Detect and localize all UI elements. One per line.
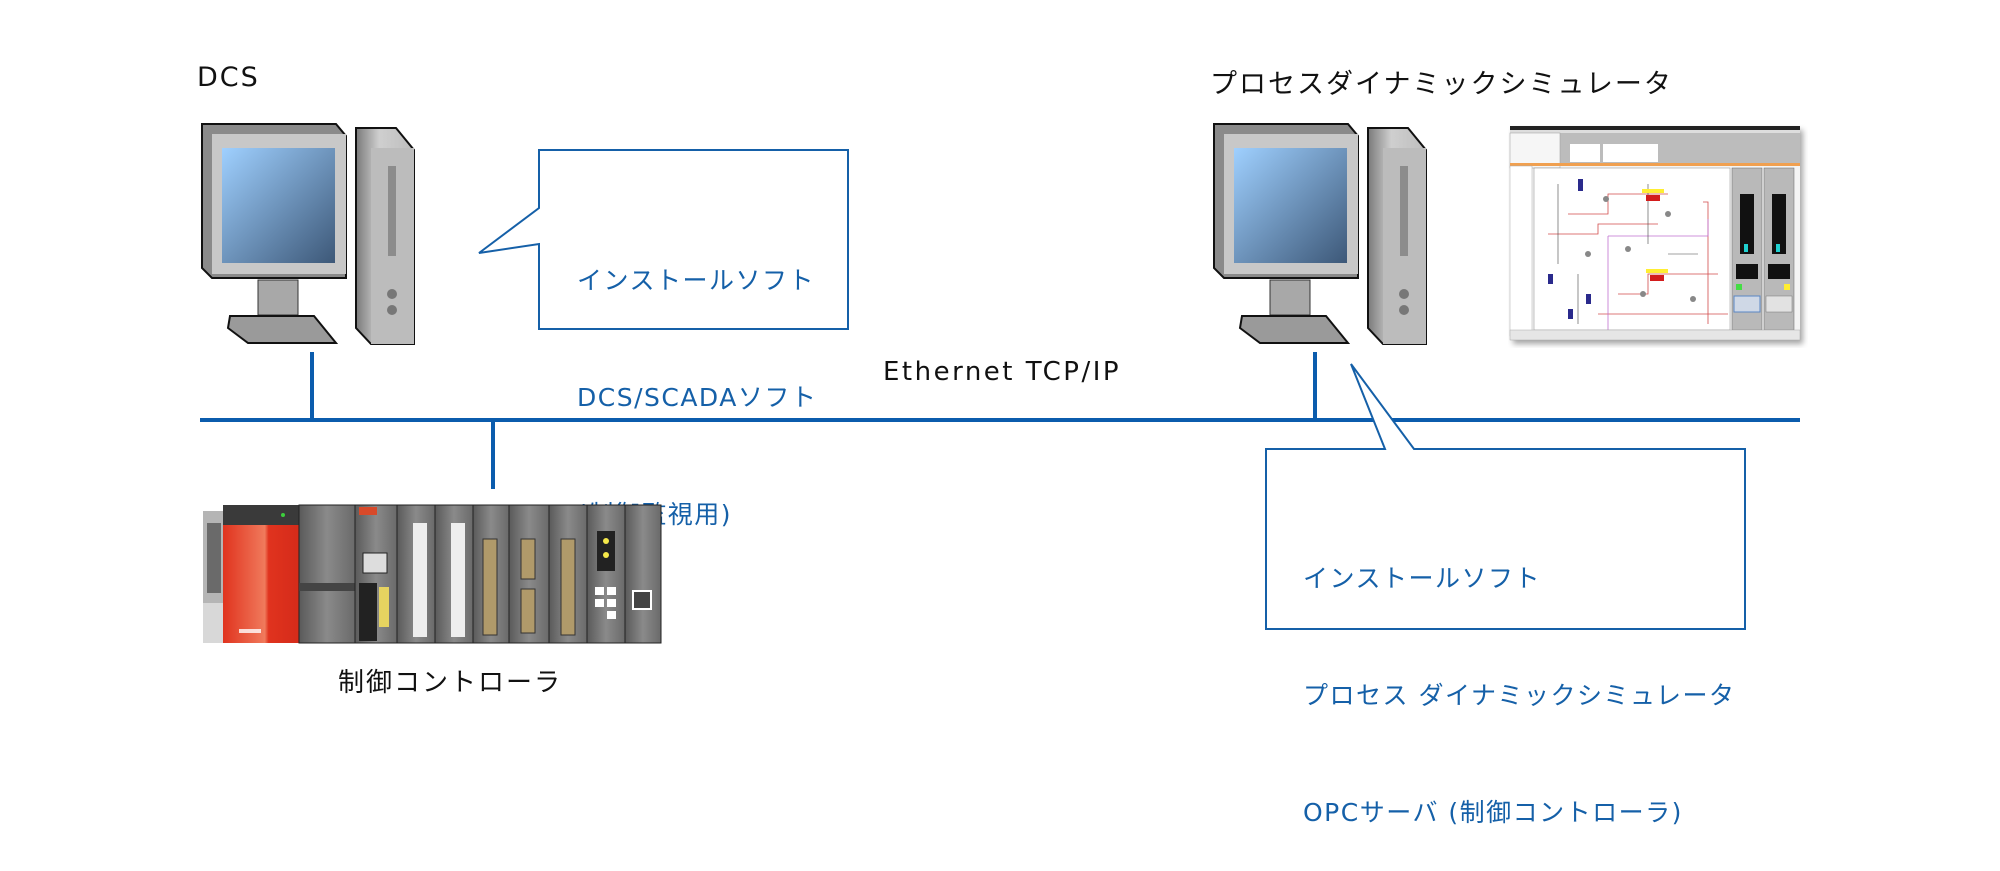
network-label: Ethernet TCP/IP: [883, 357, 1122, 387]
simulator-callout-line: プロセス ダイナミックシミュレータ: [1303, 681, 1736, 710]
simulator-callout-line: インストールソフト: [1303, 564, 1542, 593]
dcs-label: DCS: [197, 62, 260, 93]
network-diagram: [200, 149, 1800, 630]
dcs-desktop-computer-icon: [201, 123, 415, 345]
simulator-label: プロセスダイナミックシミュレータ: [1210, 69, 1673, 100]
simulator-callout-line: OPCサーバ (制御コントローラ): [1303, 798, 1683, 827]
simulator-callout-box: [1265, 363, 1746, 630]
dcs-callout-box: [478, 149, 849, 330]
simulator-callout-text: インストールソフト プロセス ダイナミックシミュレータ OPCサーバ (制御コン…: [1303, 481, 1735, 871]
plc-rack-icon: [203, 504, 662, 644]
simulator-desktop-computer-icon: [1213, 123, 1427, 345]
dcs-callout-line: インストールソフト: [577, 266, 816, 295]
dcs-callout-line: DCS/SCADAソフト: [577, 383, 818, 412]
process-simulator-screenshot: [1509, 126, 1801, 341]
